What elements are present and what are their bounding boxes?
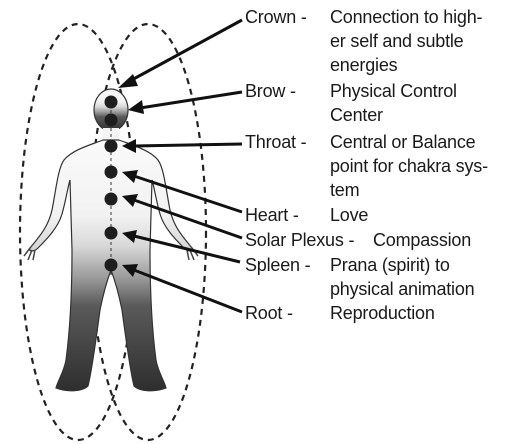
chakra-dot-spleen	[105, 227, 118, 240]
chakra-label-throat: Throat -	[245, 131, 306, 153]
chakra-label-root: Root -	[245, 302, 293, 324]
chakra-separator: -	[296, 132, 307, 152]
chakra-label-brow: Brow -	[245, 80, 296, 102]
chakra-label-heart: Heart -	[245, 204, 299, 226]
chakra-separator: -	[300, 255, 311, 275]
chakra-description-crown-line-3: energies	[330, 54, 397, 76]
chakra-separator: -	[344, 230, 355, 250]
arrow-brow	[128, 92, 242, 114]
chakra-description-brow-line-2: Center	[330, 104, 383, 126]
chakra-dot-heart	[105, 166, 118, 179]
chakra-description-spleen-line-2: physical animation	[330, 278, 474, 300]
chakra-separator: -	[285, 81, 296, 101]
chakra-name: Throat	[245, 132, 296, 152]
chakra-description-brow-line-1: Physical Control	[330, 80, 457, 102]
chakra-name: Brow	[245, 81, 285, 101]
chakra-name: Spleen	[245, 255, 300, 275]
chakra-separator: -	[288, 205, 299, 225]
chakra-name: Root	[245, 303, 282, 323]
chakra-label-spleen: Spleen -	[245, 254, 310, 276]
chakra-description-crown-line-2: er self and subtle	[330, 30, 463, 52]
chakra-description-heart-line-1: Love	[330, 204, 368, 226]
chakra-description-solar-plexus-line-1: Compassion	[373, 229, 471, 251]
chakra-description-crown-line-1: Connection to high-	[330, 6, 482, 28]
chakra-description-spleen-line-1: Prana (spirit) to	[330, 254, 450, 276]
arrow-crown	[118, 20, 242, 88]
chakra-dot-root	[105, 259, 118, 272]
chakra-name: Solar Plexus	[245, 230, 344, 250]
chakra-name: Crown	[245, 7, 296, 27]
chakra-separator: -	[296, 7, 307, 27]
chakra-label-solar-plexus: Solar Plexus -	[245, 229, 354, 251]
chakra-description-throat-line-1: Central or Balance	[330, 131, 475, 153]
chakra-dot-brow	[105, 114, 118, 127]
chakra-description-throat-line-3: tem	[330, 179, 359, 201]
chakra-separator: -	[282, 303, 293, 323]
chakra-dot-crown	[105, 96, 118, 109]
chakra-description-root-line-1: Reproduction	[330, 302, 435, 324]
chakra-dot-solar-plexus	[105, 193, 118, 206]
chakra-description-throat-line-2: point for chakra sys-	[330, 155, 488, 177]
chakra-dot-throat	[105, 140, 118, 153]
chakra-label-crown: Crown -	[245, 6, 307, 28]
chakra-name: Heart	[245, 205, 288, 225]
